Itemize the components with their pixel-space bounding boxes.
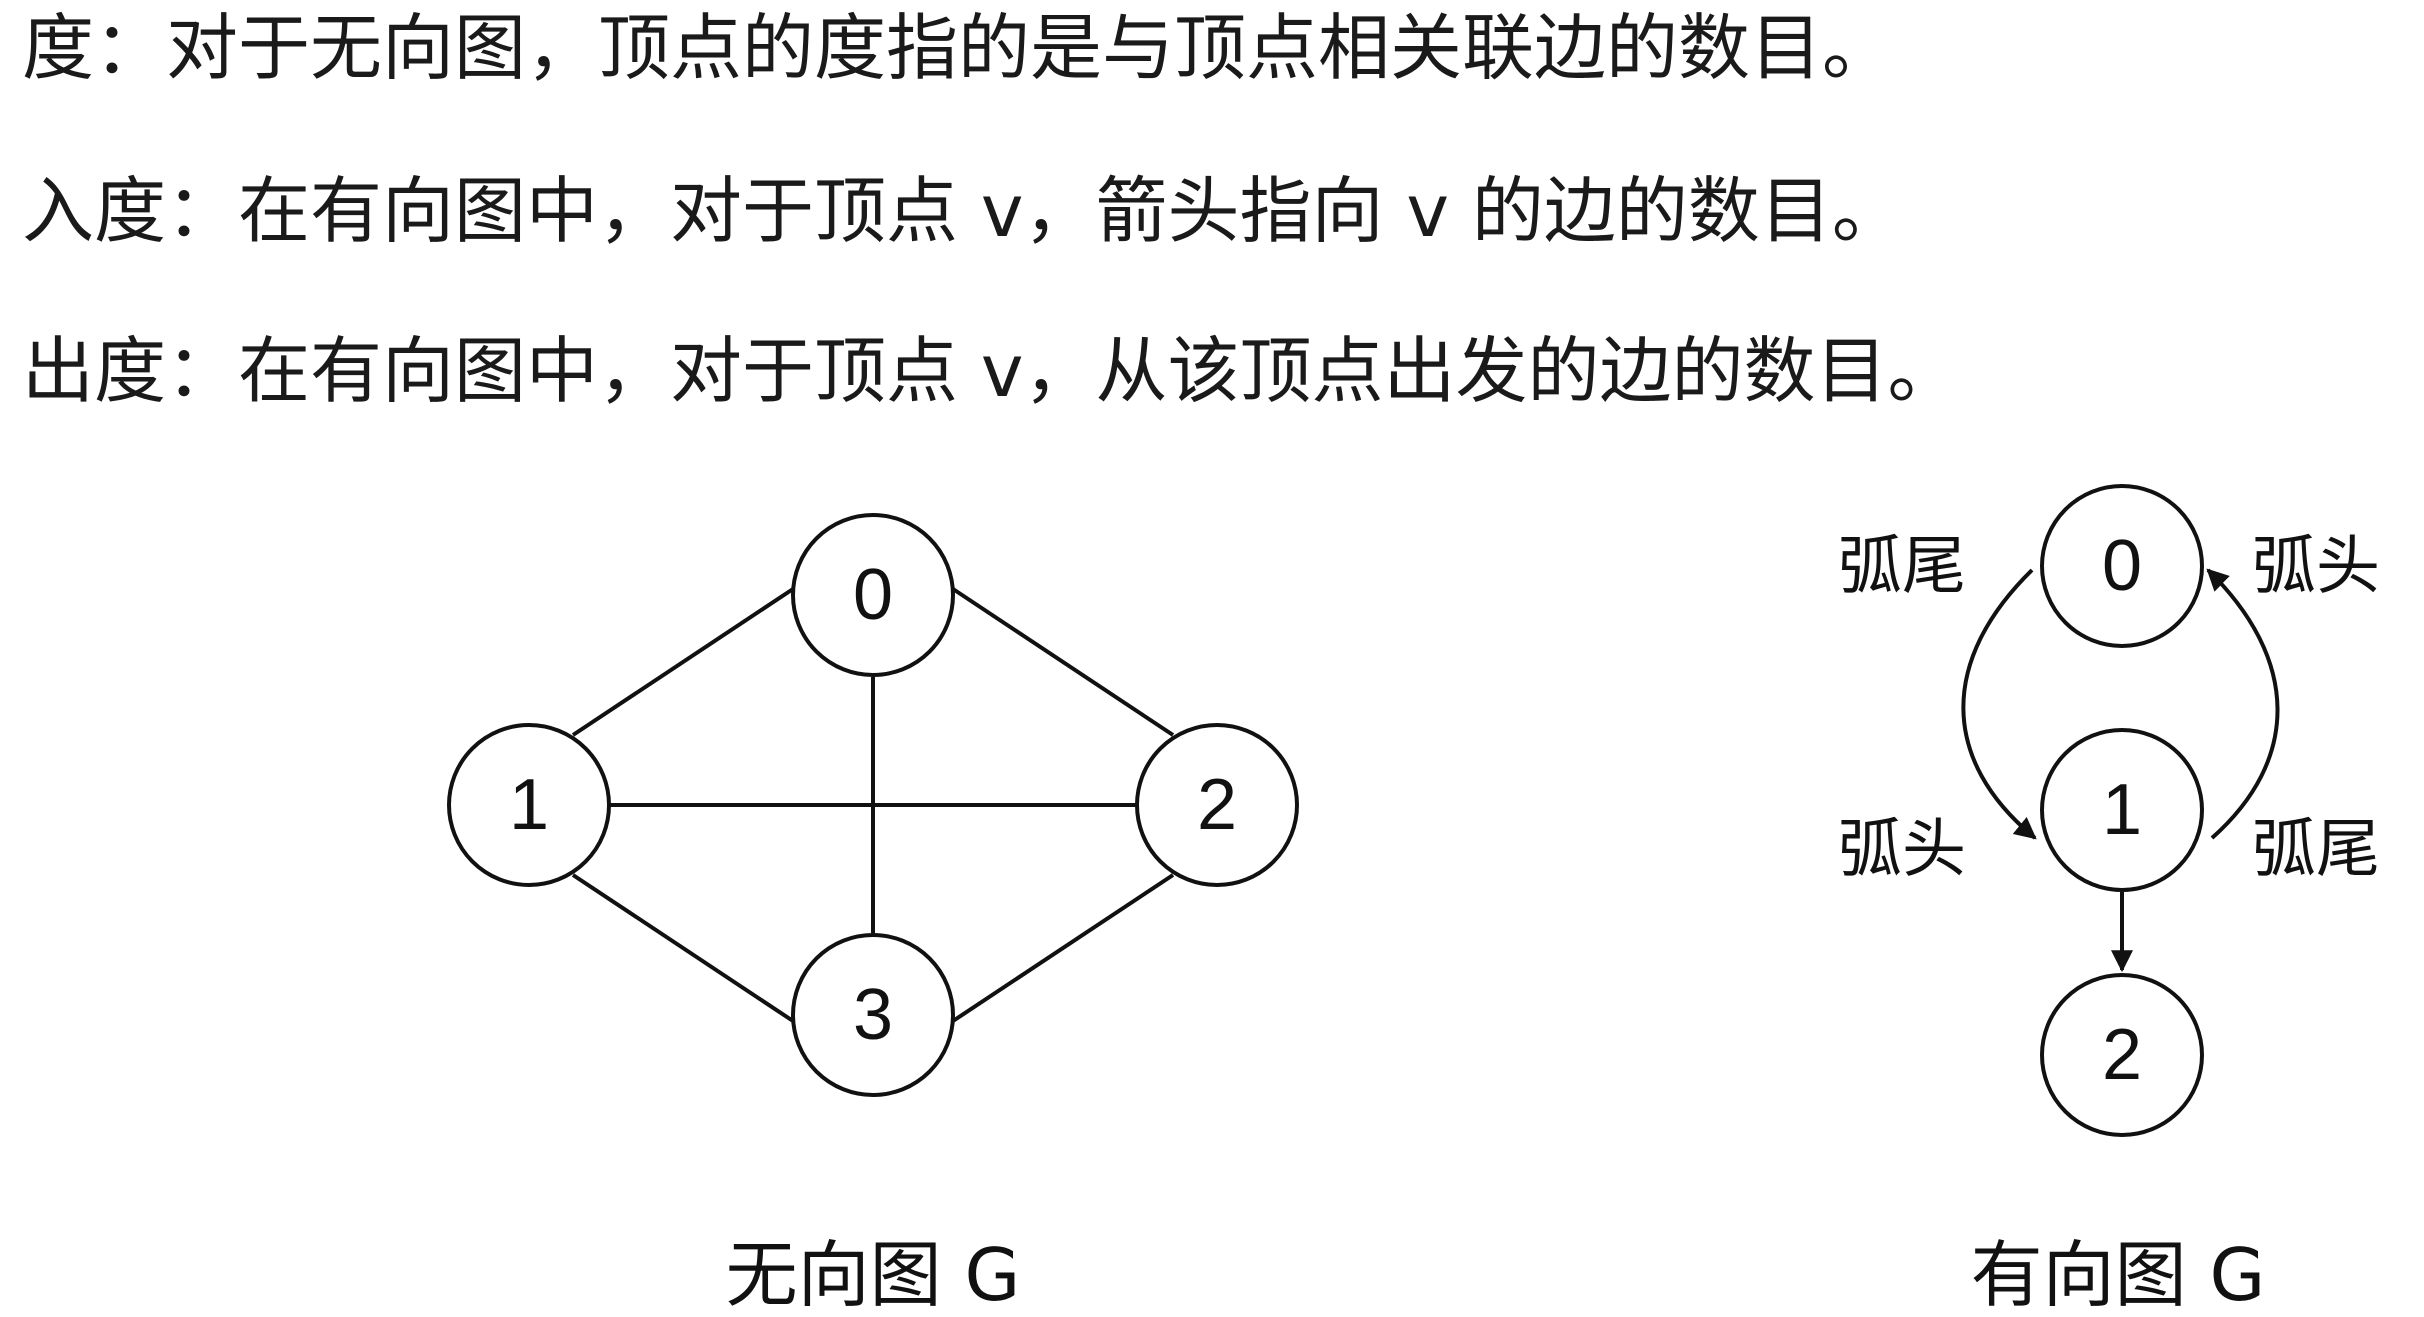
dnode-1-label: 1 xyxy=(2102,770,2142,850)
node-0-label: 0 xyxy=(853,555,893,635)
arc-tail-label-top-left: 弧尾 xyxy=(1838,530,1966,604)
dnode-2-label: 2 xyxy=(2102,1015,2142,1095)
arc-1-to-0 xyxy=(2206,568,2280,840)
node-0: 0 xyxy=(791,513,955,677)
undirected-graph: 0 1 2 3 无向图 G xyxy=(447,513,1299,1317)
degree-definition: 度：对于无向图，顶点的度指的是与顶点相关联边的数目。 xyxy=(22,6,1895,90)
node-3-label: 3 xyxy=(853,975,893,1055)
edge-2-3 xyxy=(951,873,1175,1023)
node-3: 3 xyxy=(791,933,955,1097)
undirected-graph-caption: 无向图 G xyxy=(726,1233,1021,1317)
dnode-0: 0 xyxy=(2040,484,2204,648)
dnode-1: 1 xyxy=(2040,728,2204,892)
edge-1-3 xyxy=(571,873,795,1023)
node-1: 1 xyxy=(447,723,611,887)
directed-graph-caption: 有向图 G xyxy=(1971,1233,2266,1317)
in-degree-definition: 入度：在有向图中，对于顶点 v，箭头指向 v 的边的数目。 xyxy=(22,169,1904,253)
arc-tail-label-bottom-right: 弧尾 xyxy=(2252,813,2380,887)
directed-graph: 0 1 2 弧尾 弧头 弧头 弧尾 有向图 G xyxy=(1838,484,2380,1317)
arc-head-label-bottom-left: 弧头 xyxy=(1838,813,1966,887)
dnode-2: 2 xyxy=(2040,973,2204,1137)
edge-0-1 xyxy=(571,587,795,737)
dnode-0-label: 0 xyxy=(2102,526,2142,606)
node-2: 2 xyxy=(1135,723,1299,887)
out-degree-definition: 出度：在有向图中，对于顶点 v，从该顶点出发的边的数目。 xyxy=(22,329,1960,413)
arc-head-label-top-right: 弧头 xyxy=(2252,530,2380,604)
edge-0-2 xyxy=(951,587,1175,737)
arc-0-to-1 xyxy=(1961,568,2037,840)
node-2-label: 2 xyxy=(1197,765,1237,845)
node-1-label: 1 xyxy=(509,765,549,845)
